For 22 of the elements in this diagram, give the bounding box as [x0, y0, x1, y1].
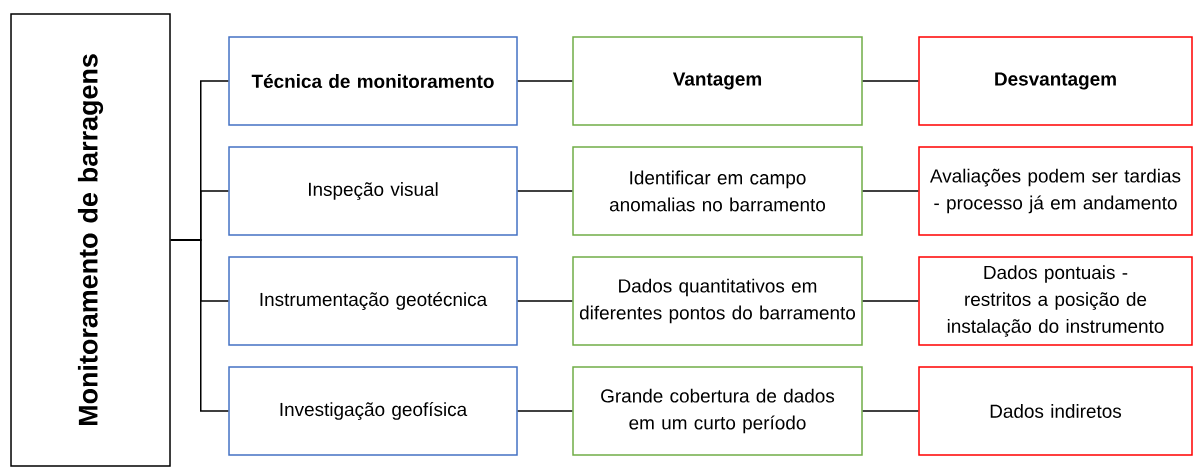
technique-box: Instrumentação geotécnica	[228, 256, 518, 346]
disadvantage-box: Desvantagem	[918, 36, 1193, 126]
disadvantage-box: Dados indiretos	[918, 366, 1193, 456]
title-box: Monitoramento de barragens	[10, 13, 171, 467]
disadvantage-box: Avaliações podem ser tardias - processo já em andamento	[918, 146, 1193, 236]
advantage-box: Identificar em campo anomalias no barramento	[572, 146, 863, 236]
connector-line	[862, 190, 919, 192]
advantage-box: Grande cobertura de dados em um curto período	[572, 366, 863, 456]
technique-box: Técnica de monitoramento	[228, 36, 518, 126]
disadvantage-box: Dados pontuais - restritos a posição de instalação do instrumento	[918, 256, 1193, 346]
connector-line	[517, 190, 573, 192]
connector-line	[517, 410, 573, 412]
connector-line	[170, 239, 229, 412]
connector-line	[862, 80, 919, 82]
advantage-box: Dados quantitativos em diferentes pontos do barramento	[572, 256, 863, 346]
connector-line	[517, 300, 573, 302]
advantage-box: Vantagem	[572, 36, 863, 126]
connector-line	[862, 410, 919, 412]
connector-line	[517, 80, 573, 82]
technique-box: Investigação geofísica	[228, 366, 518, 456]
connector-line	[862, 300, 919, 302]
technique-box: Inspeção visual	[228, 146, 518, 236]
